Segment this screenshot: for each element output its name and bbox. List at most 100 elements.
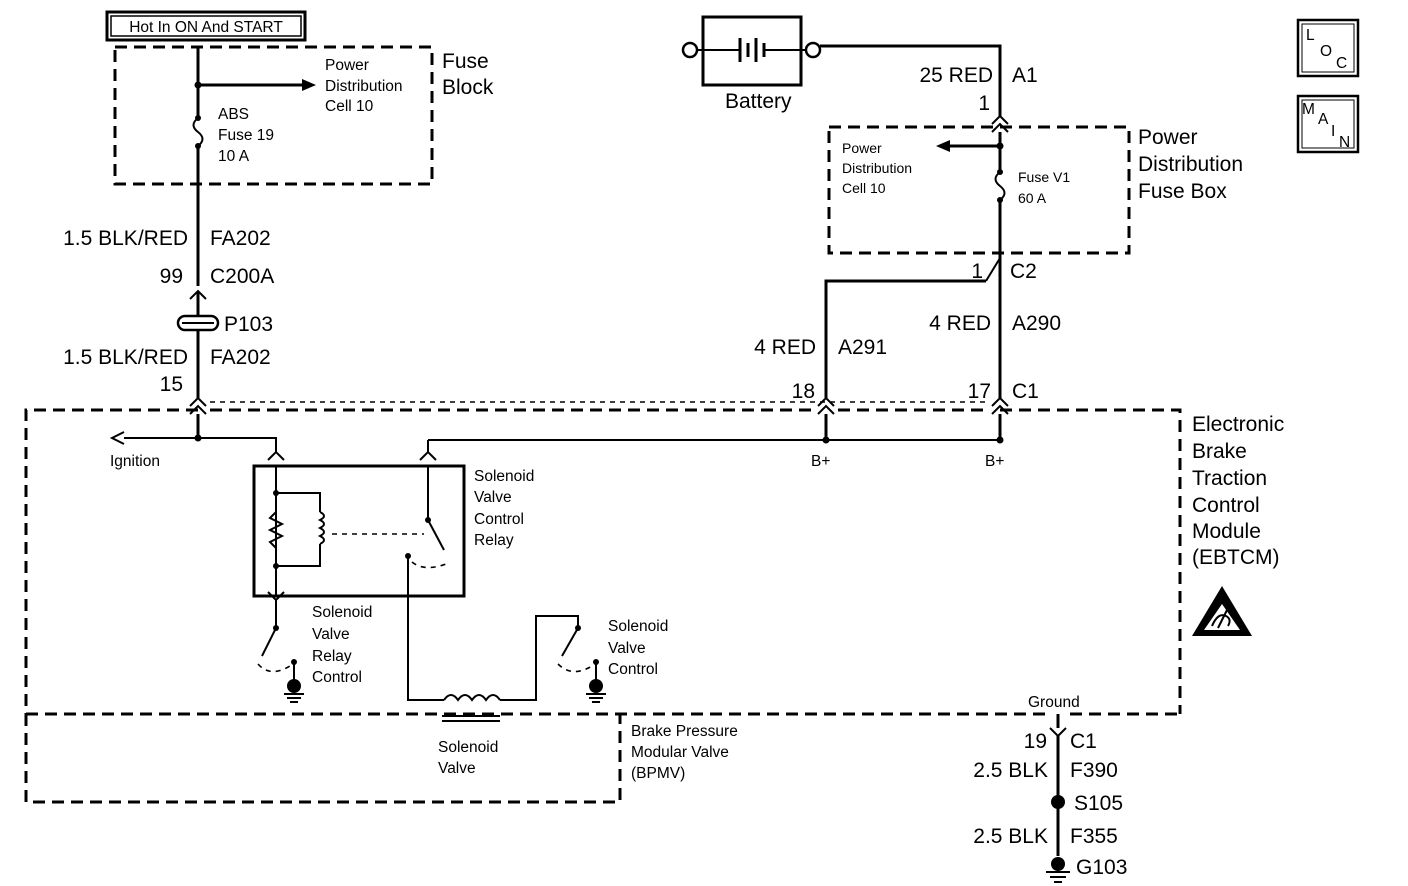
pd-cell-left-label-1: Power (325, 57, 369, 74)
ignition-label: Ignition (110, 453, 160, 470)
svr-control-label-1: Solenoid (312, 604, 372, 621)
circuit-label-2: FA202 (210, 346, 271, 369)
solenoid-valve-label-2: Valve (438, 760, 476, 777)
wire-label-f355: 2.5 BLK (973, 825, 1048, 848)
pd-cell-right-label-3: Cell 10 (842, 180, 886, 196)
main-letter-m: M (1302, 101, 1315, 118)
ebtcm-label-1: Electronic (1192, 413, 1284, 436)
splice-icon (1051, 795, 1065, 809)
pin-label-1: 1 (978, 92, 990, 115)
connector-label: C200A (210, 265, 274, 288)
main-letter-i: I (1331, 123, 1335, 140)
arrow-right-icon (302, 79, 316, 91)
wire-label: 1.5 BLK/RED (63, 227, 188, 250)
solenoid-coil-icon (442, 694, 501, 722)
fuse-v1-label-2: 60 A (1018, 190, 1047, 206)
main-letter-a: A (1318, 111, 1329, 128)
sv-control-label-2: Valve (608, 640, 646, 657)
bpmv-label-2: Modular Valve (631, 744, 729, 761)
wire-label-a291: 4 RED (754, 336, 816, 359)
wire-label-f390: 2.5 BLK (973, 759, 1048, 782)
pd-cell-left-label-3: Cell 10 (325, 98, 374, 115)
pin-label-15: 15 (160, 373, 183, 396)
switch-icon-valve-control (561, 627, 579, 657)
battery: Battery (681, 15, 822, 113)
svc-relay-label-3: Control (474, 511, 524, 528)
pdfb-label-1: Power (1138, 126, 1198, 149)
abs-fuse-label-3: 10 A (218, 148, 250, 165)
pin-label: 99 (160, 265, 183, 288)
svc-relay-label-2: Valve (474, 489, 512, 506)
pin-label-a1: A1 (1012, 64, 1038, 87)
circuit-label-a291: A291 (838, 336, 887, 359)
hot-note: Hot In ON And START (105, 10, 307, 42)
pin-label-c2: 1 (971, 260, 983, 283)
ebtcm-label-3: Traction (1192, 467, 1267, 490)
loc-letter-c: C (1336, 55, 1347, 72)
ground-icon (284, 679, 304, 703)
fuse-icon (192, 115, 204, 149)
battery-terminal-icon (681, 41, 699, 59)
svc-relay-label-1: Solenoid (474, 468, 534, 485)
bpmv-label-1: Brake Pressure (631, 723, 738, 740)
arrow-left-icon-ignition (109, 431, 125, 445)
ground-icon-g103 (1046, 857, 1070, 883)
power-distribution-fuse-box: Power Distribution Fuse Box Power Distri… (827, 125, 1243, 255)
connector-label-c1-bottom: C1 (1070, 730, 1097, 753)
main-icon: M A I N (1296, 94, 1360, 154)
connector-label-p103: P103 (224, 313, 273, 336)
solenoid-valve-control-relay (252, 464, 466, 598)
svc-relay-label-4: Relay (474, 532, 514, 549)
ebtcm-label-6: (EBTCM) (1192, 546, 1280, 569)
fuse-v1-label-1: Fuse V1 (1018, 169, 1070, 185)
ebtcm-label-5: Module (1192, 520, 1261, 543)
sv-control-label-1: Solenoid (608, 618, 668, 635)
pdfb-label-3: Fuse Box (1138, 180, 1227, 203)
pin-label-17: 17 (968, 380, 991, 403)
abs-fuse-label-2: Fuse 19 (218, 127, 274, 144)
ebtcm-label-4: Control (1192, 494, 1260, 517)
circuit-label-a290: A290 (1012, 312, 1061, 335)
sv-control-label-3: Control (608, 661, 658, 678)
loc-letter-o: O (1320, 43, 1332, 60)
pass-through-icon (176, 314, 220, 332)
esd-warning-icon (1192, 586, 1252, 636)
b-plus-label-1: B+ (811, 453, 830, 470)
ground-label: Ground (1028, 694, 1080, 711)
wire-label-a290: 4 RED (929, 312, 991, 335)
switch-icon (427, 519, 445, 551)
fuse-block: Fuse Block Power Distribution Cell 10 AB… (113, 45, 494, 186)
circuit-label: FA202 (210, 227, 271, 250)
pin-label-18: 18 (792, 380, 815, 403)
ebtcm-label-2: Brake (1192, 440, 1247, 463)
main-letter-n: N (1339, 134, 1350, 151)
ebtcm-module: Electronic Brake Traction Control Module… (24, 408, 1284, 716)
fuse-block-label-2: Block (442, 76, 494, 99)
abs-fuse-label-1: ABS (218, 106, 249, 123)
connector-label-c1: C1 (1012, 380, 1039, 403)
svr-control-label-3: Relay (312, 648, 352, 665)
ground-icon-2 (586, 679, 606, 703)
pd-cell-right-label-2: Distribution (842, 160, 912, 176)
b-plus-label-2: B+ (985, 453, 1004, 470)
pdfb-label-2: Distribution (1138, 153, 1243, 176)
hot-note-text: Hot In ON And START (129, 19, 283, 36)
loc-icon: L O C (1296, 18, 1360, 78)
resistor-icon (267, 511, 285, 549)
fuse-icon-v1 (994, 169, 1006, 203)
solenoid-valve-label-1: Solenoid (438, 739, 498, 756)
battery-label: Battery (725, 90, 792, 113)
splice-label: S105 (1074, 792, 1123, 815)
connector-label-c2: C2 (1010, 260, 1037, 283)
battery-terminal-icon-2 (804, 41, 822, 59)
bpmv-label-3: (BPMV) (631, 765, 685, 782)
circuit-label-f390: F390 (1070, 759, 1118, 782)
svr-control-label-2: Valve (312, 626, 350, 643)
loc-letter-l: L (1306, 27, 1315, 44)
wire-label-25red: 25 RED (919, 64, 993, 87)
ground-g103-label: G103 (1076, 856, 1127, 879)
arrow-left-icon (936, 140, 950, 152)
svr-control-label-4: Control (312, 669, 362, 686)
wire-label-2: 1.5 BLK/RED (63, 346, 188, 369)
